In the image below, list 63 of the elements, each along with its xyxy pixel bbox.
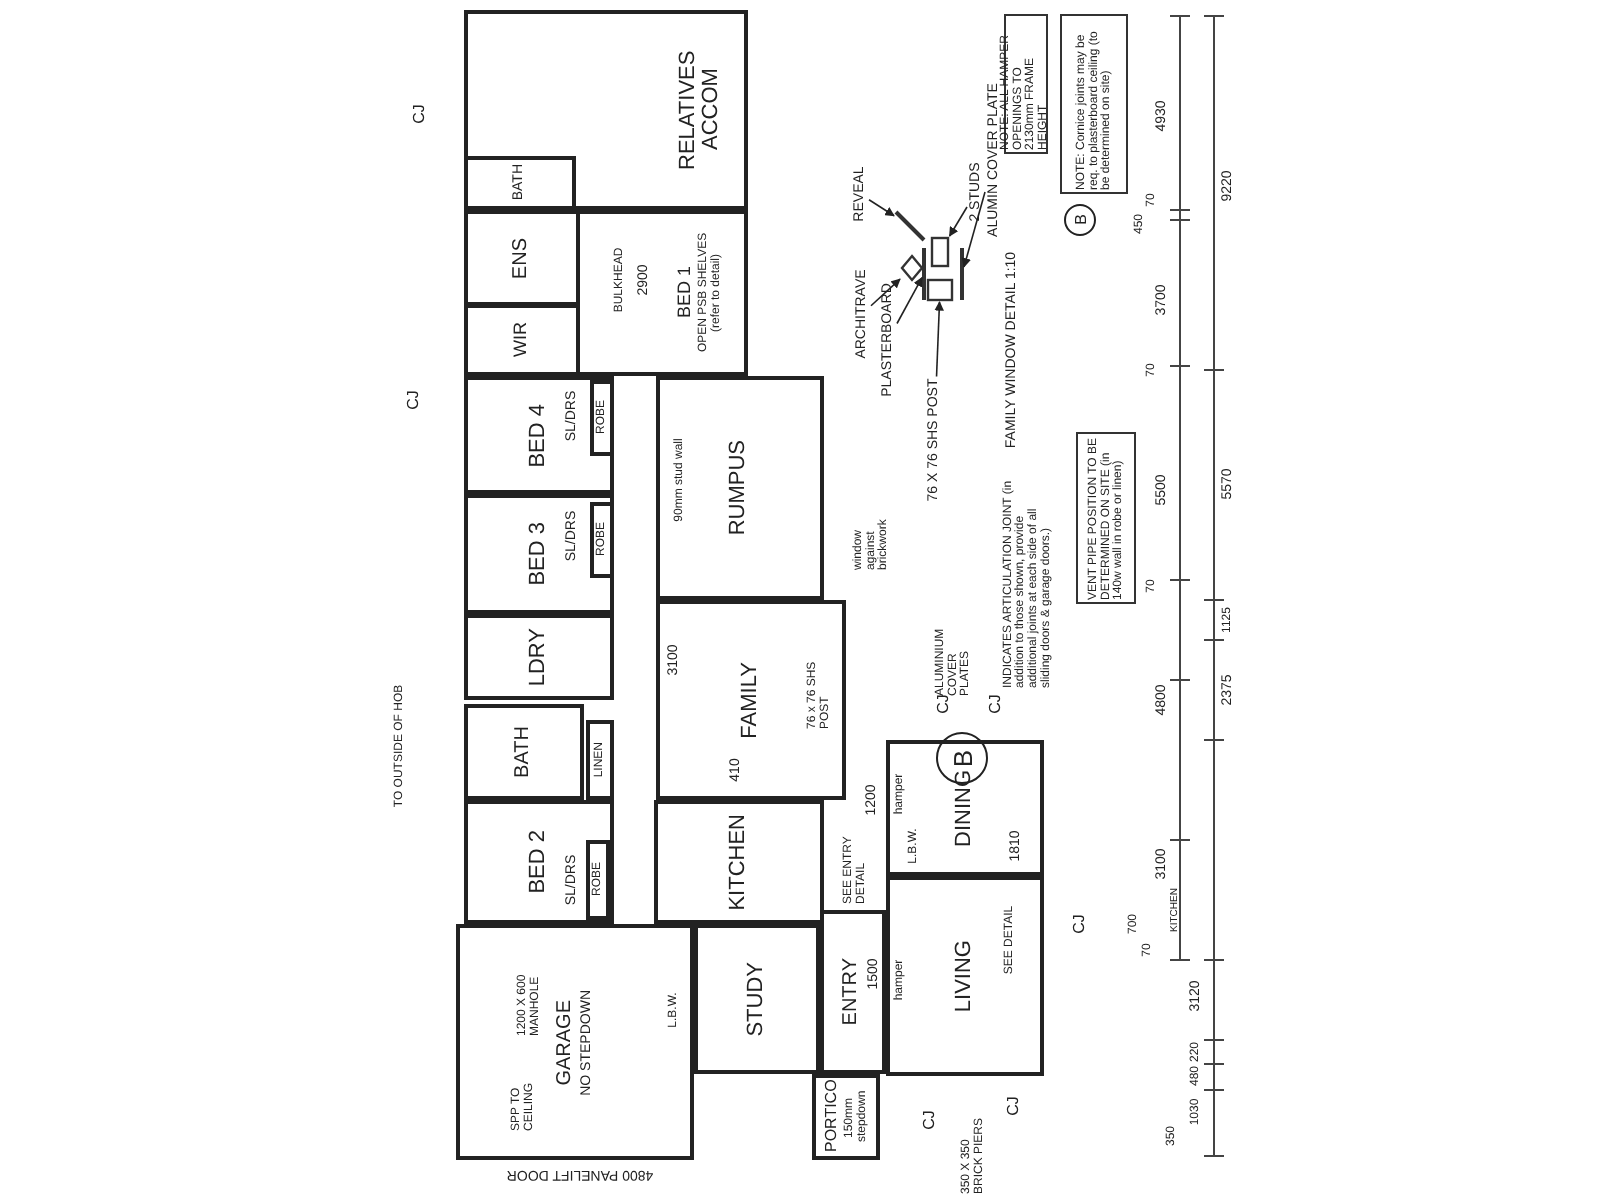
room-outline xyxy=(464,800,614,924)
room-outline xyxy=(586,840,610,920)
room-outline xyxy=(694,924,820,1074)
room-outline xyxy=(812,1074,880,1160)
joint-label: CJ xyxy=(411,104,429,124)
room-name: RUMPUS xyxy=(728,440,752,536)
room-name: ENS xyxy=(511,237,533,279)
leader-line xyxy=(870,278,901,307)
room-name: KITCHEN xyxy=(727,813,751,911)
joint-label: CJ xyxy=(935,694,952,714)
room-name: BATH xyxy=(513,726,535,778)
room-outline xyxy=(886,740,1044,876)
leader-line xyxy=(868,198,895,217)
section-marker-label: B xyxy=(1071,214,1089,226)
room-outline xyxy=(820,910,886,1074)
leader-line xyxy=(948,206,968,237)
section-marker-label: B xyxy=(947,749,977,767)
room-outline xyxy=(656,600,846,800)
architrave-trim xyxy=(900,254,924,282)
leader-line xyxy=(896,276,923,325)
room-outline xyxy=(464,376,614,494)
room-outline xyxy=(576,210,748,376)
post-section xyxy=(926,278,954,302)
room-outline xyxy=(590,380,614,456)
room-name: BED 2 xyxy=(527,830,551,894)
room-name: PORTICO xyxy=(823,1082,840,1152)
room-outline xyxy=(464,494,614,614)
reveal-line xyxy=(894,210,926,242)
section-marker xyxy=(1064,204,1096,236)
room-name: FAMILY xyxy=(739,661,763,739)
room-name: ENTRY xyxy=(842,958,864,1026)
room-outline xyxy=(590,502,614,578)
room-outline xyxy=(464,704,584,800)
room-name: WIR xyxy=(512,322,532,358)
joint-label: CJ xyxy=(1005,1096,1023,1116)
room-name: LIVING xyxy=(953,939,977,1013)
joint-label: CJ xyxy=(921,1110,939,1130)
room-outline xyxy=(886,876,1044,1076)
room-outline xyxy=(654,800,824,924)
room-name: BED 4 xyxy=(527,403,551,467)
note-box xyxy=(1076,432,1136,604)
room-outline xyxy=(464,614,614,700)
note-box xyxy=(1060,14,1128,194)
leader-line xyxy=(934,301,944,378)
room-outline xyxy=(464,210,580,306)
leader-line xyxy=(961,191,986,268)
room-outline xyxy=(464,10,748,210)
room-name: STUDY xyxy=(745,961,769,1037)
joint-label: CJ xyxy=(987,694,1005,714)
room-outline xyxy=(586,720,614,800)
room-name: BED 1 xyxy=(675,266,695,319)
room-name: GARAGE xyxy=(555,999,577,1085)
room-name: DINING xyxy=(953,769,977,847)
room-name: RELATIVES ACCOM xyxy=(677,48,724,174)
room-name: BED 3 xyxy=(527,522,551,586)
stud-section xyxy=(930,236,950,268)
joint-label: CJ xyxy=(1071,914,1089,934)
room-outline xyxy=(656,376,824,600)
joint-label: CJ xyxy=(405,390,423,410)
room-outline xyxy=(464,156,576,210)
room-outline xyxy=(464,304,580,376)
room-name: LDRY xyxy=(527,627,551,687)
room-outline xyxy=(456,924,694,1160)
